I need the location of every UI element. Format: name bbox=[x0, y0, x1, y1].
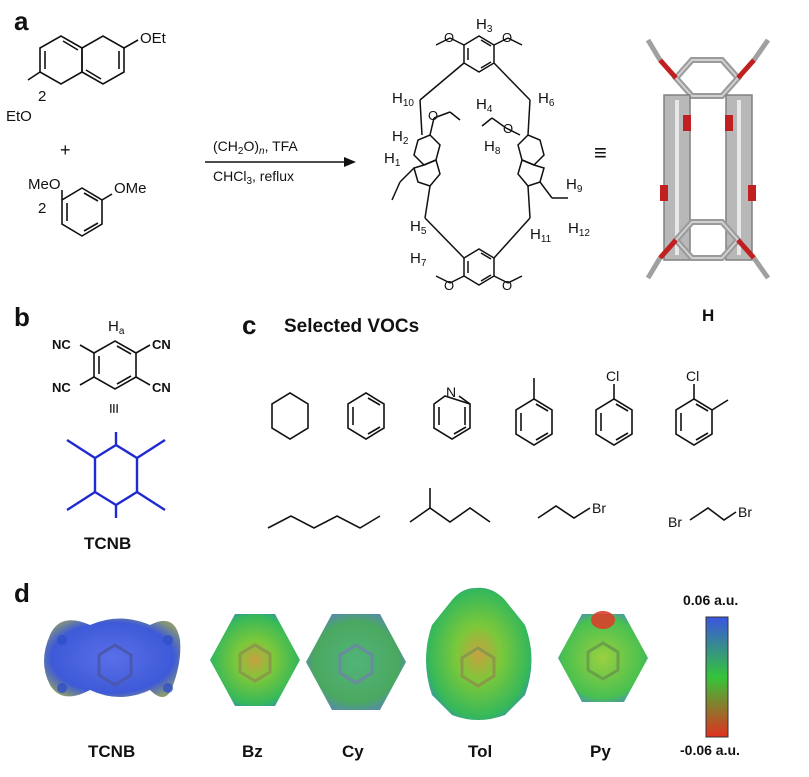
proton-label-h6: H6 bbox=[538, 90, 555, 109]
voc-section-title: Selected VOCs bbox=[284, 316, 420, 337]
esp-map-py bbox=[558, 611, 648, 702]
tcnb-skeleton bbox=[66, 432, 166, 518]
esp-map-tol bbox=[426, 587, 532, 720]
proton-label-h7: H7 bbox=[410, 250, 427, 269]
reactant1-coefficient: 2 bbox=[38, 88, 47, 105]
equivalence-symbol: ≡ bbox=[594, 140, 607, 165]
proton-label-h1: H1 bbox=[384, 150, 401, 169]
reaction-reagent: (CH2O)n, TFA bbox=[213, 138, 298, 157]
proton-label-h8: H8 bbox=[484, 138, 501, 157]
oxygen-label: O bbox=[502, 30, 512, 45]
reactant2-coefficient: 2 bbox=[38, 200, 47, 217]
panel-label-c: c bbox=[242, 310, 257, 340]
reactant2-substituent: MeO bbox=[28, 176, 61, 193]
macrocycle-structure bbox=[391, 35, 568, 286]
proton-label-h2: H2 bbox=[392, 128, 409, 147]
pyridine-structure bbox=[433, 395, 471, 440]
proton-label-h3: H3 bbox=[476, 16, 493, 35]
esp-label-bz: Bz bbox=[242, 742, 263, 761]
oxygen-label: O bbox=[502, 278, 512, 293]
bromine-label: Br bbox=[738, 504, 752, 520]
tcnb-name-label: TCNB bbox=[84, 534, 132, 553]
panel-label-a: a bbox=[14, 6, 29, 36]
crystal-structure-label: H bbox=[702, 306, 715, 325]
dimethoxybenzene-reactant bbox=[61, 187, 113, 237]
reactant2-substituent: OMe bbox=[114, 180, 147, 197]
oxygen-label: O bbox=[444, 30, 454, 45]
oxygen-label: O bbox=[503, 121, 513, 136]
reactant1-substituent: OEt bbox=[140, 30, 166, 47]
oxygen-label: O bbox=[444, 278, 454, 293]
bromine-label: Br bbox=[592, 500, 606, 516]
naphthalene-reactant bbox=[27, 35, 139, 85]
esp-map-cy bbox=[306, 614, 406, 710]
bromine-label: Br bbox=[668, 514, 682, 530]
cyano-label: NC bbox=[52, 337, 71, 352]
proton-label-h5: H5 bbox=[410, 218, 427, 237]
esp-scale-max-label: 0.06 a.u. bbox=[683, 592, 739, 608]
hexane-structure bbox=[267, 515, 381, 529]
oxygen-label: O bbox=[428, 108, 438, 123]
esp-label-py: Py bbox=[590, 742, 611, 761]
panel-label-d: d bbox=[14, 578, 30, 608]
esp-map-tcnb bbox=[44, 618, 181, 698]
crystal-structure-h bbox=[645, 38, 771, 280]
tcnb-equivalence-symbol: ≡ bbox=[103, 403, 124, 414]
tcnb-structure bbox=[79, 340, 151, 390]
methylpentane-structure bbox=[409, 507, 491, 523]
benzene-structure bbox=[347, 392, 385, 440]
proton-label-h11: H11 bbox=[530, 226, 552, 245]
cyano-label: NC bbox=[52, 380, 71, 395]
cyano-label: CN bbox=[152, 380, 171, 395]
reactant1-substituent: EtO bbox=[6, 108, 32, 125]
proton-label-h12: H12 bbox=[568, 220, 590, 239]
chlorine-label: Cl bbox=[686, 368, 700, 384]
cyano-label: CN bbox=[152, 337, 171, 352]
esp-label-tol: Tol bbox=[468, 742, 493, 761]
reaction-solvent: CHCl3, reflux bbox=[213, 168, 295, 187]
proton-label-h10: H10 bbox=[392, 90, 414, 109]
proton-label-h9: H9 bbox=[566, 176, 583, 195]
dibromoethane-structure bbox=[689, 507, 737, 521]
reaction-arrow bbox=[205, 157, 356, 167]
esp-label-tcnb: TCNB bbox=[88, 742, 136, 761]
chlorine-label: Cl bbox=[606, 368, 620, 384]
esp-scale-min-label: -0.06 a.u. bbox=[680, 742, 740, 758]
esp-color-scale-bar bbox=[705, 616, 729, 738]
pyridine-nitrogen-label: N bbox=[446, 384, 457, 400]
tcnb-proton-label: Ha bbox=[108, 318, 125, 337]
cyclohexane-structure bbox=[271, 392, 309, 440]
esp-label-cy: Cy bbox=[342, 742, 364, 761]
macrocycle-oxygens: O O O O O O bbox=[428, 30, 513, 293]
bromopropane-structure bbox=[537, 505, 591, 519]
esp-map-bz bbox=[210, 614, 300, 706]
proton-label-h4: H4 bbox=[476, 96, 493, 115]
plus-sign: + bbox=[60, 140, 71, 160]
panel-label-b: b bbox=[14, 302, 30, 332]
voc-structures bbox=[267, 378, 737, 529]
